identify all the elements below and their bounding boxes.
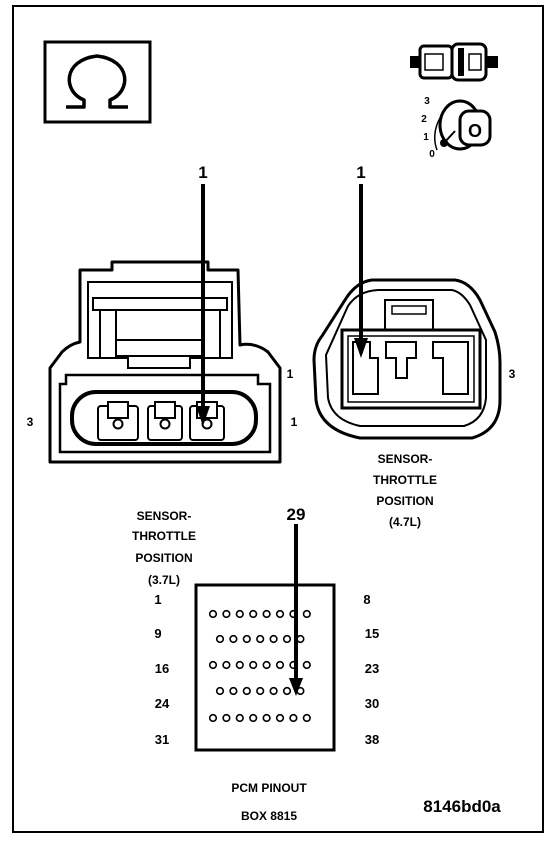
pcm-pin [275,713,285,723]
connector-4-7l [312,278,502,440]
pin-29-arrow [289,524,303,696]
pcm-pin [222,713,231,723]
pcm-row-end-label: 38 [365,732,379,747]
ignition-position-label: 0 [429,149,435,160]
pin-number-label: 1 [287,367,294,381]
pcm-pin [302,713,311,723]
pcm-row-start-label: 1 [154,592,161,607]
pin-callout: 29 [287,505,306,524]
pcm-row-start-label: 16 [155,661,169,676]
pcm-pin [282,634,292,644]
pcm-pin [302,660,311,670]
pcm-caption: BOX 8815 [241,809,297,823]
pcm-row-end-label: 15 [365,626,379,641]
connector-3-7l [48,260,282,464]
pcm-pin [208,713,218,723]
ohm-meter-icon [43,40,152,124]
pcm-pin [282,686,292,696]
diagram-frame [12,5,544,833]
pcm-row-start-label: 9 [154,626,161,641]
pin-1-arrow-4-7l [354,184,368,358]
pcm-pin [256,634,265,644]
pin-number-label: 3 [509,367,516,381]
pcm-pin [242,634,251,644]
pin-number-label: 1 [291,415,298,429]
pcm-caption: PCM PINOUT [231,781,307,795]
pcm-pin [249,609,258,619]
pcm-pin [215,634,225,644]
pcm-pin [222,660,231,670]
pcm-pin [208,660,218,670]
pcm-pin [222,609,231,619]
pcm-pin [262,609,271,619]
pcm-pin [229,634,238,644]
connector-caption: THROTTLE [132,529,196,543]
pcm-pin [275,609,285,619]
pin-number-label: 3 [27,415,34,429]
ignition-position-label: 1 [423,132,429,143]
pcm-pin [302,609,311,619]
pcm-pin [235,660,244,670]
connector-disconnect-icon [410,42,498,82]
ignition-position-label: 2 [421,114,427,125]
pcm-pin [256,686,265,696]
pcm-pin [208,609,218,619]
pcm-pin [262,713,271,723]
connector-caption: POSITION [135,551,192,565]
connector-caption: SENSOR- [378,452,433,466]
connector-caption: POSITION [376,494,433,508]
pcm-pin [296,634,305,644]
pcm-pin [229,686,238,696]
pcm-pin [249,713,258,723]
connector-caption: THROTTLE [373,473,437,487]
pcm-pin [262,660,271,670]
pcm-pin [269,634,278,644]
ignition-position-label: 3 [424,96,430,107]
connector-caption: (4.7L) [389,515,421,529]
pcm-pin [235,609,244,619]
pcm-pin-grid [208,609,311,723]
pcm-pin [249,660,258,670]
pcm-row-end-label: 8 [363,592,370,607]
pin-callout: 1 [198,163,207,182]
pcm-pin [215,686,225,696]
pcm-pin [275,660,285,670]
pcm-pin [242,686,251,696]
pin-1-arrow-3-7l [196,184,210,426]
pcm-pin [269,686,278,696]
ignition-key-icon [434,99,492,151]
pcm-row-start-label: 31 [155,732,169,747]
pcm-row-start-label: 24 [155,696,170,711]
figure-id: 8146bd0a [423,797,501,816]
pcm-row-end-label: 23 [365,661,379,676]
connector-caption: (3.7L) [148,573,180,587]
pcm-row-end-label: 30 [365,696,379,711]
pcm-pin [289,713,298,723]
pcm-pin [235,713,244,723]
ignition-key-label: O [468,121,482,141]
pin-callout: 1 [356,163,365,182]
connector-caption: SENSOR- [137,509,192,523]
